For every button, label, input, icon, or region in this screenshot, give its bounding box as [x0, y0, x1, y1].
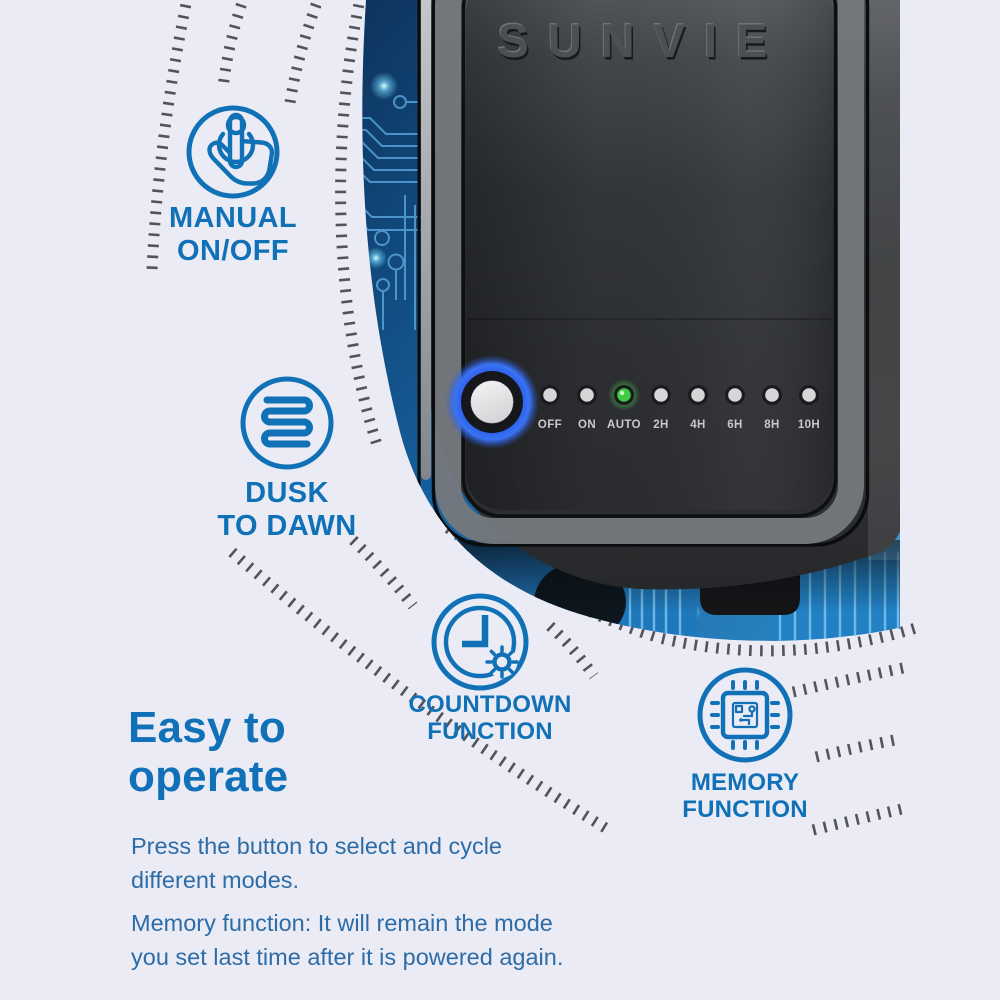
paragraph-gap: [131, 897, 563, 906]
feature-label-countdown: COUNTDOWN FUNCTION: [370, 691, 610, 746]
feature-label-line: MEMORY: [690, 769, 800, 796]
feature-label-line: FUNCTION: [427, 718, 553, 746]
led-indicator: ON: [577, 385, 597, 431]
led-indicator: 2H: [651, 385, 671, 431]
feature-label-line: DUSK: [245, 477, 329, 509]
led-dot: [802, 388, 816, 402]
led-dot: [765, 388, 779, 402]
section-heading: Easy to operate: [128, 703, 288, 801]
countdown-clock-icon: [431, 593, 529, 691]
circuit-glow-dot: [365, 247, 387, 269]
device-right-sheen: [868, 0, 900, 560]
led-dot: [654, 388, 668, 402]
memory-chip-icon: [697, 667, 793, 763]
feature-label-line: MANUAL: [168, 202, 298, 234]
led-indicator: 8H: [762, 385, 782, 431]
dusk-to-dawn-icon: [240, 376, 334, 470]
timer-device: SUNVIE SUNVIE SUNVIE OFF: [417, 0, 900, 590]
feature-label-line: ON/OFF: [177, 235, 289, 268]
led-indicator: 4H: [688, 385, 708, 431]
gear-teeth: [485, 645, 519, 679]
brand-logo-shadow: SUNVIE: [499, 17, 788, 70]
led-dot: [728, 388, 742, 402]
brand-logo-text: SUNVIE: [498, 14, 787, 67]
led-label: AUTO: [607, 419, 641, 431]
brand-logo-highlight: SUNVIE: [497, 13, 786, 66]
led-label: 10H: [798, 419, 820, 431]
led-label: OFF: [538, 419, 562, 431]
chip-pins: [710, 680, 780, 750]
device-left-seam: [417, 0, 421, 520]
device-bezel-line-outer: [431, 0, 870, 547]
device-face-shading: [466, 0, 833, 510]
description-line: you set last time after it is powered ag…: [131, 944, 564, 970]
led-label: 6H: [727, 419, 743, 431]
device-face-groove: [468, 318, 831, 320]
led-dot: [543, 388, 557, 402]
led-label: 8H: [764, 419, 780, 431]
device-bezel-line-inner: [461, 0, 838, 518]
feature-label-line: TO DAWN: [217, 510, 357, 543]
led-indicator: 6H: [725, 385, 745, 431]
chip-circuitry: [734, 704, 756, 726]
circuit-glow-dot: [370, 72, 398, 100]
led-highlight: [619, 390, 625, 396]
led-dot: [691, 388, 705, 402]
led-dot: [617, 388, 631, 402]
feature-label-memory: MEMORY FUNCTION: [625, 769, 865, 824]
led-indicator: 10H: [798, 385, 820, 431]
tick-marks: [146, 0, 918, 837]
brand-logo: SUNVIE SUNVIE SUNVIE: [497, 13, 788, 70]
led-dot: [580, 388, 594, 402]
button-face: [470, 380, 514, 424]
led-label: 2H: [653, 419, 669, 431]
heading-line: Easy to: [128, 703, 286, 752]
description-text: Press the button to select and cycle dif…: [131, 829, 563, 974]
feature-label-line: FUNCTION: [682, 796, 808, 824]
device-bezel-band: [435, 0, 864, 544]
circuit-traces: [362, 95, 438, 451]
heading-line: operate: [128, 752, 289, 801]
led-indicator: OFF: [538, 385, 562, 431]
feature-label-line: COUNTDOWN: [408, 691, 572, 718]
device-left-highlight: [421, 0, 431, 480]
feature-label-manual: MANUAL ON/OFF: [113, 202, 353, 268]
description-line: Press the button to select and cycle: [131, 833, 502, 859]
description-line: Memory function: It will remain the mode: [131, 910, 553, 936]
description-line: different modes.: [131, 867, 300, 893]
led-indicator-active: AUTO: [607, 379, 641, 431]
tap-icon: [186, 105, 280, 199]
led-label: 4H: [690, 419, 706, 431]
led-panel: OFF ON AUTO: [538, 379, 820, 431]
mode-select-button: [445, 355, 539, 449]
product-photo: SUNVIE SUNVIE SUNVIE OFF: [362, 0, 900, 641]
led-label: ON: [578, 419, 596, 431]
feature-label-dusk-to-dawn: DUSK TO DAWN: [167, 477, 407, 543]
